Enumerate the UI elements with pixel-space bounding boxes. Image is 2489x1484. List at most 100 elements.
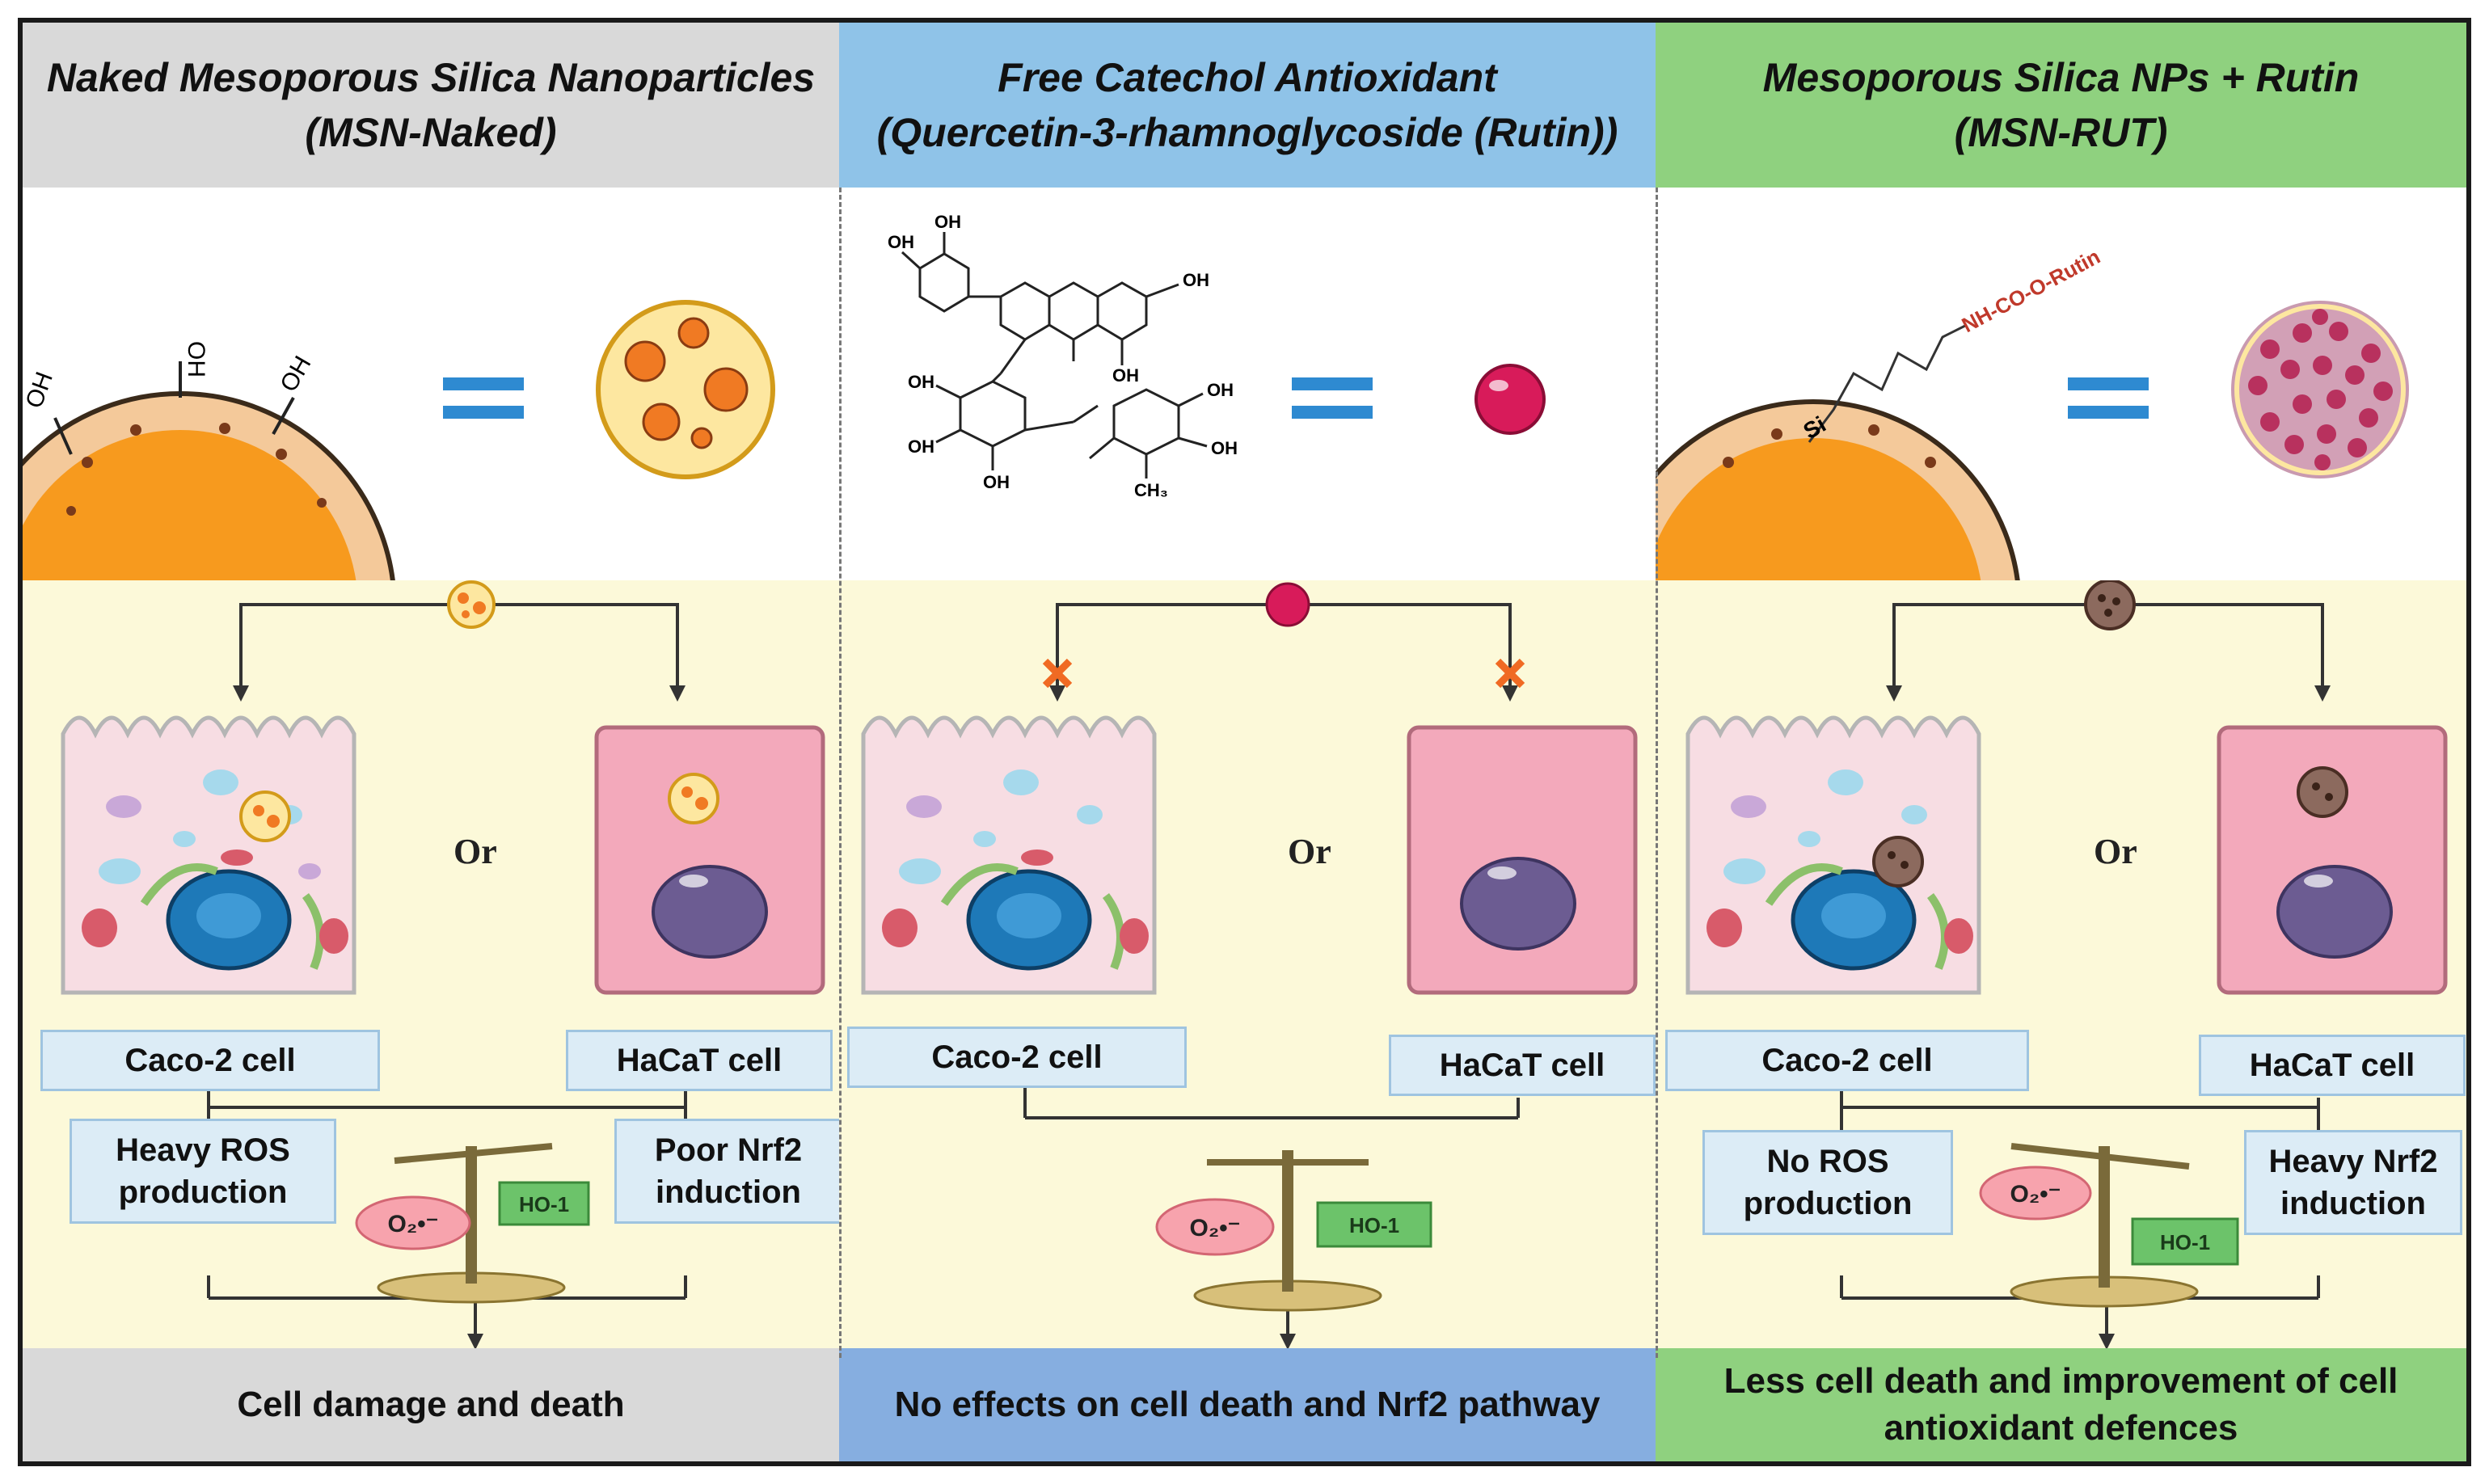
structure-area: OH OH OH [0, 188, 839, 824]
oh-label: OH [275, 352, 316, 396]
caco2-cell-label: Caco-2 cell [40, 1030, 380, 1091]
panel-title-line2: (Quercetin-3-rhamnoglycoside (Rutin)) [876, 110, 1618, 155]
panel-title-line1: Naked Mesoporous Silica Nanoparticles [46, 55, 816, 100]
msn-rutin-structure: Si NH-CO-O-Rutin [1605, 244, 2409, 816]
rutin-structure: OH OH OH OH OH OH OH OH OH CH₃ [888, 212, 1546, 500]
balance-scale: O₂•⁻ HO-1 [1979, 1143, 2239, 1308]
oh-label: OH [908, 436, 934, 457]
hacat-cell-illustration [1407, 725, 1638, 995]
oh-label: OH [1112, 365, 1139, 386]
caco2-cell-label: Caco-2 cell [847, 1027, 1187, 1088]
ho1-label: HO-1 [1349, 1213, 1399, 1237]
result-banner: Cell damage and death [23, 1348, 839, 1461]
outcome-line: induction [2280, 1186, 2426, 1221]
arrow-head [1280, 1334, 1296, 1350]
result-line: Cell damage and death [237, 1385, 625, 1424]
result-line: antioxidant defences [1884, 1408, 2238, 1448]
result-line: Less cell death and improvement of cell [1723, 1361, 2398, 1401]
panel-diagram: O₂•⁻ HO-1 [861, 582, 1638, 1350]
msn-naked-particle-icon [447, 580, 496, 629]
outcome-line: production [118, 1174, 288, 1210]
hacat-cell-illustration [2217, 725, 2448, 995]
rutin-molecule-icon [1265, 582, 1310, 627]
result-banner: Less cell death and improvement of cell … [1656, 1348, 2466, 1461]
caco2-cell-illustration [1685, 715, 1981, 995]
ho1-label: HO-1 [519, 1192, 569, 1216]
arrow-head [1886, 685, 1902, 702]
superoxide-label: O₂•⁻ [1189, 1215, 1240, 1242]
oh-label: OH [888, 232, 914, 252]
panel-diagram: O₂•⁻ HO-1 [1685, 580, 2448, 1350]
structure-area: Si NH-CO-O-Rutin [1605, 188, 2466, 816]
superoxide-label: O₂•⁻ [2010, 1181, 2061, 1208]
outcome-line: Heavy Nrf2 [2268, 1144, 2438, 1179]
arrow-head [1049, 685, 1065, 702]
ros-outcome-box: No ROS production [1702, 1130, 1953, 1235]
panel-msn-naked: Naked Mesoporous Silica Nanoparticles (M… [0, 23, 842, 1461]
msn-particle-surface [1605, 399, 2022, 816]
result-text: No effects on cell death and Nrf2 pathwa… [871, 1381, 1625, 1428]
equals-sign [443, 377, 524, 419]
cell-area: O₂•⁻ HO-1 Or Caco-2 cell HaCaT cell No R… [1656, 580, 2466, 1350]
panel-title-line1: Mesoporous Silica NPs + Rutin [1762, 55, 2360, 100]
cell-area: O₂•⁻ HO-1 Or Caco-2 cell HaCaT cell [839, 580, 1656, 1350]
rutin-molecule [901, 232, 1208, 479]
oh-label: OH [934, 212, 961, 232]
result-text: Cell damage and death [213, 1381, 648, 1428]
hacat-cell-label: HaCaT cell [566, 1030, 833, 1091]
msn-rutin-particle-icon [2231, 301, 2409, 479]
arrow-head [669, 685, 686, 702]
blocked-x-icon [1495, 658, 1525, 689]
panel-free-rutin: Free Catechol Antioxidant (Quercetin-3-r… [839, 23, 1656, 1461]
oh-label: OH [183, 341, 209, 377]
result-line: No effects on cell death and Nrf2 pathwa… [894, 1385, 1601, 1424]
balance-scale: O₂•⁻ HO-1 [1155, 1150, 1432, 1312]
msn-rutin-particle-icon [2084, 580, 2136, 630]
panel-msn-rutin: Mesoporous Silica NPs + Rutin (MSN-RUT) … [1605, 23, 2466, 1461]
arrow-head [467, 1334, 483, 1350]
ho1-label: HO-1 [2160, 1230, 2210, 1254]
msn-particle-surface [0, 391, 397, 824]
blocked-x-icon [1042, 658, 1073, 689]
linker-label: NH-CO-O-Rutin [1958, 244, 2104, 337]
structure-area: OH OH OH OH OH OH OH OH OH CH₃ [839, 188, 1656, 580]
outcome-line: No ROS [1766, 1144, 1889, 1179]
panel-header: Free Catechol Antioxidant (Quercetin-3-r… [839, 23, 1656, 188]
panel-title-line2: (MSN-RUT) [1954, 110, 2168, 155]
or-label: Or [2094, 832, 2137, 871]
panel-title-line2: (MSN-Naked) [305, 110, 557, 155]
ros-outcome-box: Heavy ROS production [70, 1119, 336, 1224]
nrf2-outcome-box: Poor Nrf2 induction [614, 1119, 842, 1224]
superoxide-label: O₂•⁻ [387, 1211, 438, 1237]
result-banner: No effects on cell death and Nrf2 pathwa… [839, 1348, 1656, 1461]
oh-label: OH [1183, 270, 1209, 290]
panel-divider [1656, 188, 1658, 1358]
nrf2-outcome-box: Heavy Nrf2 induction [2244, 1130, 2462, 1235]
or-label: Or [1288, 832, 1331, 871]
oh-label: OH [23, 369, 58, 412]
panel-header: Mesoporous Silica NPs + Rutin (MSN-RUT) [1656, 23, 2466, 188]
panel-title-line1: Free Catechol Antioxidant [998, 55, 1497, 100]
panel-divider [839, 188, 842, 1358]
balance-scale: O₂•⁻ HO-1 [355, 1143, 590, 1304]
silane-linker [1808, 323, 1968, 443]
outcome-line: induction [656, 1174, 801, 1210]
arrow-head [2099, 1334, 2115, 1350]
oh-label: OH [1211, 438, 1238, 458]
hydroxyl-groups [53, 361, 295, 455]
caco2-cell-illustration [861, 715, 1157, 995]
figure-frame: Naked Mesoporous Silica Nanoparticles (M… [0, 18, 2471, 1466]
caco2-cell-label: Caco-2 cell [1665, 1030, 2029, 1091]
panel-diagram: O₂•⁻ HO-1 [61, 580, 825, 1350]
arrow-head [233, 685, 249, 702]
msn-naked-structure: OH OH OH [0, 300, 775, 824]
hacat-cell-label: HaCaT cell [2199, 1035, 2466, 1096]
arrow-head [2314, 685, 2331, 702]
methyl-label: CH₃ [1134, 480, 1168, 500]
oh-label: OH [983, 472, 1010, 492]
outcome-line: Heavy ROS [116, 1132, 290, 1168]
hacat-cell-illustration [594, 725, 825, 995]
outcome-line: Poor Nrf2 [654, 1132, 803, 1168]
oh-label: OH [1207, 380, 1234, 400]
rutin-molecule-icon [1474, 364, 1546, 435]
